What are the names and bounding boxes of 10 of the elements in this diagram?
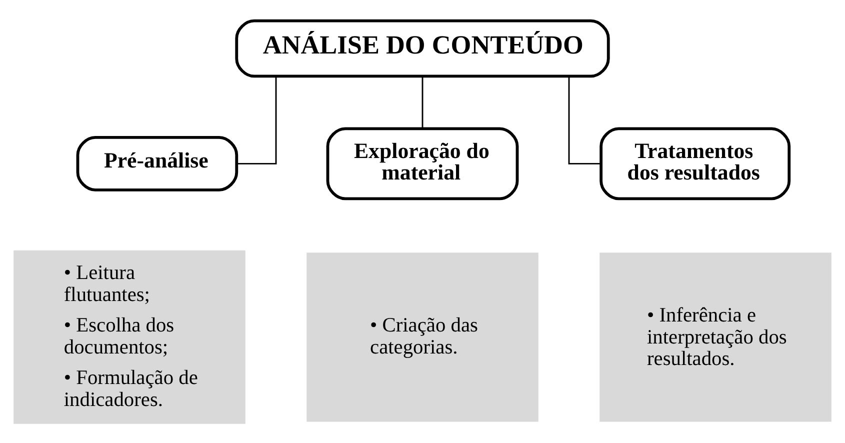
- connector: [422, 76, 424, 128]
- node-box: ANÁLISE DO CONTEÚDO: [235, 18, 610, 78]
- connector: [237, 76, 277, 164]
- node-box: Tratamentos dos resultados: [600, 126, 791, 200]
- connector: [568, 76, 601, 164]
- node-box: • Criação das categorias.: [306, 252, 538, 422]
- node-box: • Inferência e interpretação dos resultados.: [600, 252, 832, 422]
- node-box: • Leitura flutuantes; • Escolha dos documentos; • Formulação de indicadores.: [14, 250, 246, 424]
- node-box: Pré-análise: [76, 136, 238, 191]
- node-box: Exploração do material: [326, 126, 519, 200]
